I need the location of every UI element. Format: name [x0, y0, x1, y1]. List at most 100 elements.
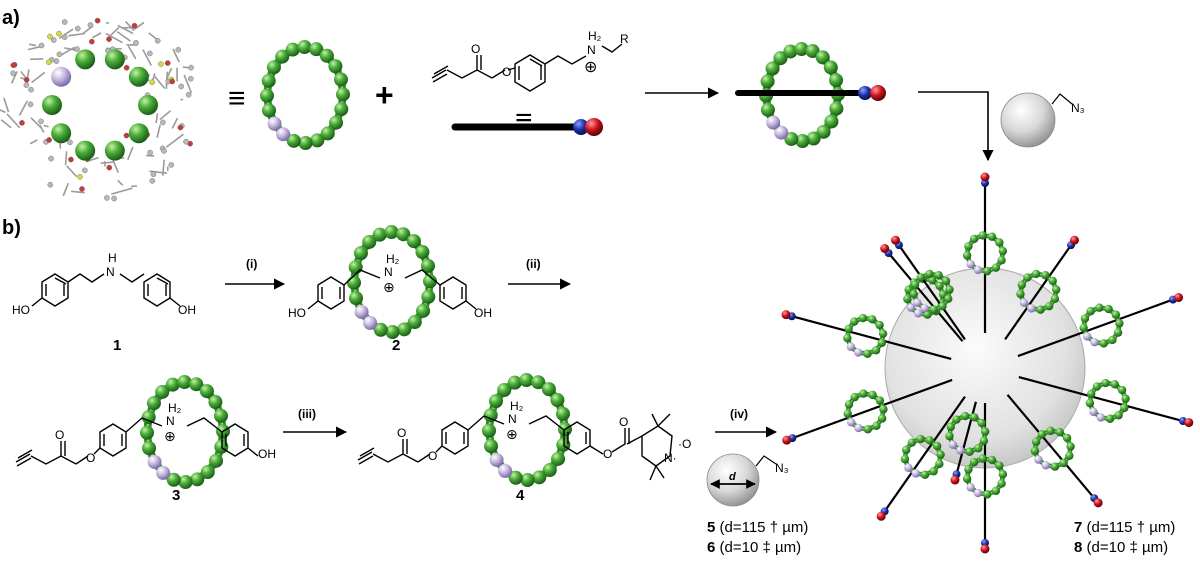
crystal-bond	[21, 71, 26, 77]
crystal-bond	[146, 155, 154, 156]
ring-green-unit	[1038, 430, 1046, 438]
ring-green-unit	[980, 437, 988, 445]
compound-1-OH: OH	[178, 303, 196, 317]
ring-green-unit	[952, 415, 960, 423]
azide-bead	[1001, 93, 1072, 147]
ring-green-unit	[963, 475, 971, 483]
ring-green-unit	[550, 393, 564, 407]
crystal-atom	[124, 65, 129, 70]
compound-5-caption: 5 (d=115 † µm)	[707, 519, 808, 536]
crystal-atom	[28, 102, 33, 107]
ring-purple-unit	[974, 489, 982, 497]
compound-7-caption: 7 (d=115 † µm)	[1074, 519, 1175, 536]
ring-purple-unit	[974, 266, 982, 274]
azide-bead-diameter	[707, 454, 776, 506]
ring-purple-unit	[766, 116, 780, 130]
stopper-red	[1184, 418, 1193, 427]
crystal-atom	[39, 43, 44, 48]
plus-symbol: +	[375, 77, 394, 113]
ring-green-unit	[384, 225, 398, 239]
ring-green-unit	[416, 304, 430, 318]
compound-4-N: N	[508, 412, 517, 426]
ring-purple-unit	[1027, 304, 1035, 312]
crystal-atom	[151, 172, 156, 177]
compound-4-charge: ⊕	[506, 426, 518, 442]
ring-green-unit	[1104, 305, 1112, 313]
ring-green-unit	[179, 475, 193, 489]
ring-green-unit	[1093, 382, 1101, 390]
crystal-bond	[4, 98, 9, 112]
crystal-bond	[128, 46, 135, 59]
atom-N: N	[587, 43, 596, 57]
ring-green-unit	[988, 456, 996, 464]
compound-3-ring	[140, 375, 230, 489]
functionalized-microsphere	[782, 173, 1194, 554]
ring-green-unit	[910, 290, 918, 298]
crystal-atom	[186, 92, 191, 97]
ring-green-unit	[1066, 442, 1074, 450]
crystal-bond	[0, 109, 5, 112]
ring-green-unit	[872, 422, 880, 430]
compound-4-N-tempo: N·	[664, 451, 677, 465]
crystal-atom	[47, 34, 52, 39]
ring-green-unit	[190, 472, 204, 486]
crystal-arene-centroid	[138, 95, 158, 115]
crystal-atom	[38, 119, 43, 124]
compound-1-H: H	[108, 251, 117, 265]
ring-green-unit	[933, 442, 941, 450]
stopper-blue	[858, 86, 872, 100]
crystal-atom	[56, 31, 61, 36]
ring-green-unit	[551, 452, 565, 466]
ring-purple-unit	[1089, 408, 1097, 416]
crystal-atom	[148, 150, 153, 155]
ring-green-unit	[988, 233, 996, 241]
ring-green-unit	[859, 314, 867, 322]
panel-label-a: a)	[2, 7, 20, 29]
ring-green-unit	[1081, 314, 1089, 322]
ring-green-unit	[1018, 281, 1026, 289]
crystal-bond	[160, 111, 171, 120]
ring-green-unit	[484, 439, 498, 453]
crystal-atom	[124, 133, 129, 138]
step-iii-label: (iii)	[298, 407, 316, 421]
crystal-atom	[155, 38, 160, 43]
ring-purple-unit	[1090, 338, 1098, 346]
compound-1-N: N	[106, 265, 115, 279]
crystal-bond	[172, 118, 177, 128]
ring-green-unit	[983, 490, 991, 498]
charge-symbol: ⊕	[584, 59, 597, 76]
ring-green-unit	[347, 276, 361, 290]
ring-green-unit	[911, 281, 919, 289]
ring-green-unit	[829, 73, 843, 87]
ring-green-unit	[936, 450, 944, 458]
compound-6-caption: 6 (d=10 ‡ µm)	[707, 539, 801, 556]
crystal-atom	[133, 40, 138, 45]
atom-R: R	[620, 32, 629, 46]
crystal-atom	[89, 39, 94, 44]
crystal-atom	[75, 26, 80, 31]
ring-green-unit	[521, 473, 535, 487]
ring-green-unit	[1016, 290, 1024, 298]
ring-purple-unit	[847, 343, 855, 351]
ring-green-unit	[1114, 411, 1122, 419]
ring-green-unit	[964, 465, 972, 473]
compound-2-charge: ⊕	[383, 279, 395, 295]
ring-green-unit	[1115, 319, 1123, 327]
ring-green-unit	[997, 479, 1005, 487]
crystal-bond	[157, 125, 160, 138]
stopper-red	[950, 476, 959, 485]
compound-5-number: 5	[707, 519, 715, 536]
ring-green-unit	[979, 231, 987, 239]
step-iv-label: (iv)	[730, 407, 748, 421]
ring-green-unit	[508, 376, 522, 390]
ring-purple-unit	[1097, 413, 1105, 421]
crystal-atom	[28, 87, 33, 92]
crystal-atom	[106, 37, 111, 42]
ring-green-unit	[415, 245, 429, 259]
crystal-arene-centroid	[51, 123, 71, 143]
crystal-atom	[48, 156, 53, 161]
atom-O-carbonyl: O	[471, 42, 480, 56]
ring-green-unit	[1100, 339, 1108, 347]
ring-green-unit	[166, 378, 180, 392]
ring-green-unit	[850, 317, 858, 325]
